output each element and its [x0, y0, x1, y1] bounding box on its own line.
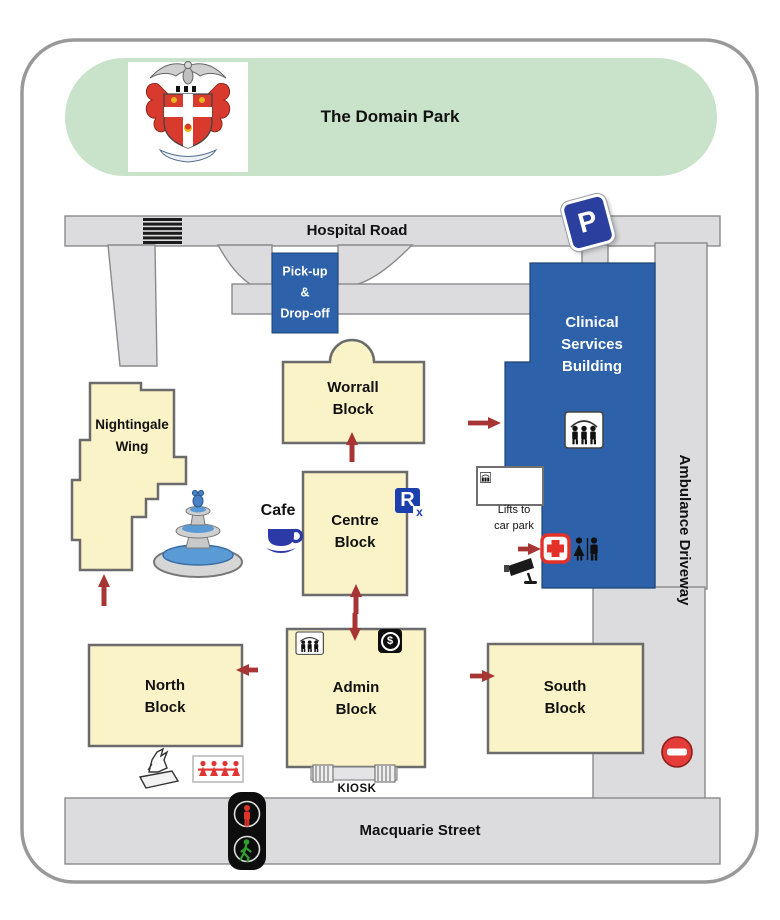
fountain-icon	[153, 489, 243, 578]
entrance-arrow-worrall	[346, 432, 358, 462]
pedestrian-crossing-icon	[143, 218, 182, 244]
hospital-crest-icon	[145, 61, 231, 163]
side-road	[107, 244, 158, 367]
toilets-icon	[573, 537, 598, 561]
pharmacy-r: R	[400, 489, 415, 511]
north-block-label: North Block	[144, 677, 186, 716]
entrance-arrows	[98, 417, 541, 682]
entrance-arrow-admin	[349, 613, 361, 641]
entrance-arrow-centre	[350, 584, 362, 614]
playground-family-icon	[192, 755, 244, 783]
pickup-dropoff-bay	[271, 252, 339, 334]
south-block-shape	[486, 642, 645, 755]
hospital-road-label: Hospital Road	[306, 222, 408, 239]
entrance-arrow-north	[236, 664, 258, 676]
first-aid-icon	[540, 533, 571, 564]
entrance-arrow-nightingale	[98, 574, 110, 606]
coffee-cup-icon	[266, 528, 304, 553]
pharmacy-rx-icon: R x	[395, 488, 426, 519]
parking-letter: P	[574, 204, 601, 239]
worrall-block-shape	[281, 338, 426, 445]
nightingale-wing-shape	[70, 381, 188, 572]
macquarie-street-surface	[64, 797, 721, 865]
page-title: The Domain Park	[320, 107, 460, 126]
statue-icon	[138, 747, 180, 789]
centre-block-label: Centre Block	[331, 512, 379, 551]
cafe-label: Cafe	[260, 502, 296, 519]
traffic-light-icon	[228, 792, 266, 870]
no-entry-icon	[661, 736, 693, 768]
pickup-dropoff-label: Pick-up & Drop-off	[280, 264, 330, 321]
centre-block-shape	[301, 470, 409, 597]
worrall-block-label: Worrall Block	[327, 379, 379, 418]
admin-block-label: Admin Block	[332, 679, 380, 718]
entrance-arrow-south	[470, 670, 495, 682]
lift-icon-mini	[480, 472, 491, 483]
cctv-camera-icon	[504, 558, 537, 584]
kiosk-structure	[310, 764, 398, 783]
macquarie-street-label: Macquarie Street	[359, 822, 481, 839]
lift-icon-admin	[295, 631, 324, 655]
campus-buildings	[70, 338, 645, 769]
lifts-to-car-park-text: Lifts to car park	[494, 504, 534, 532]
south-block-label: South Block	[543, 678, 587, 717]
kiosk-label: KIOSK	[337, 783, 377, 795]
north-block-shape	[87, 643, 244, 748]
nightingale-wing-label: Nightingale Wing	[95, 417, 169, 454]
pharmacy-x: x	[413, 506, 426, 519]
clinical-services-label: Clinical Services Building	[561, 314, 623, 375]
atm-dollar-symbol: $	[380, 631, 400, 651]
entrance-arrow-clinical	[468, 417, 501, 429]
entrance-arrow-emergency	[518, 543, 541, 555]
ambulance-driveway-label: Ambulance Driveway	[676, 454, 693, 606]
ambulance-driveway-upper	[654, 242, 708, 590]
title-banner	[65, 58, 717, 176]
lifts-to-car-park-note: Lifts to car park	[476, 466, 544, 532]
atm-dollar-icon: $	[378, 629, 402, 653]
lift-icon-clinical	[564, 411, 604, 449]
